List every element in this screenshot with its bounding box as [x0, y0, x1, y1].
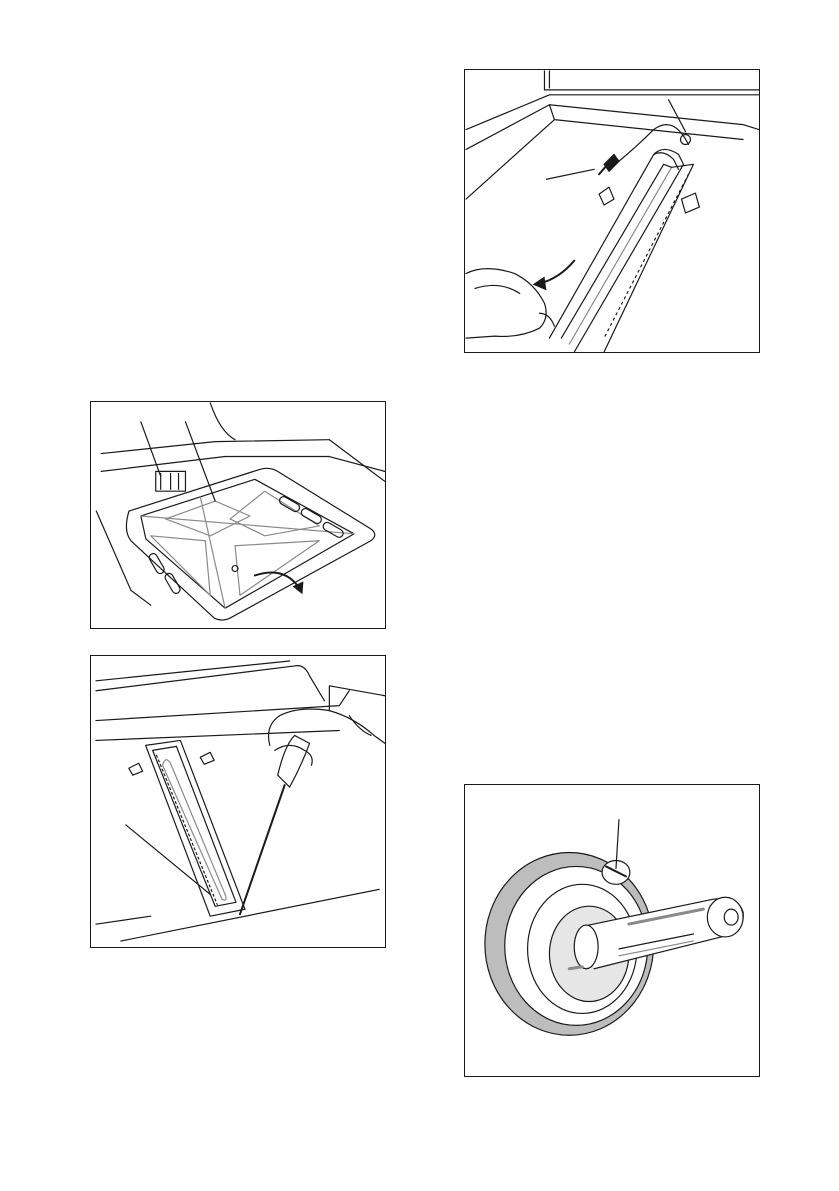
- figure-burner-pullout: [464, 69, 760, 353]
- floor-tray-illustration: [91, 402, 385, 628]
- oven-back-wall: [466, 95, 759, 130]
- oven-wall-line: [101, 457, 384, 472]
- figure-floor-tray: [90, 401, 386, 629]
- oven-wall-line: [101, 440, 329, 454]
- burner-rail: [604, 164, 693, 352]
- hand-icon: [466, 269, 546, 339]
- screwdriver-handle: [278, 735, 310, 787]
- oven-wall-line: [329, 440, 385, 482]
- injector-illustration: [465, 785, 759, 1076]
- callout-line-thermocouple: [669, 100, 686, 132]
- oven-floor-edge: [466, 120, 554, 199]
- oven-door-line: [96, 666, 324, 701]
- callout-line-screw: [126, 825, 210, 895]
- burner-screw-illustration: [91, 656, 385, 947]
- callout-line-2: [185, 422, 215, 501]
- oven-door-line: [96, 661, 290, 681]
- oven-back-wall: [544, 71, 758, 90]
- hand-icon: [269, 709, 385, 745]
- burner-bracket: [599, 187, 614, 205]
- oven-floor-line: [121, 889, 379, 941]
- burner-bracket: [682, 193, 700, 213]
- electrode-plug: [604, 154, 619, 171]
- screwdriver-icon: [240, 785, 285, 914]
- figure-injector: [464, 784, 760, 1077]
- burner-bracket: [200, 752, 214, 764]
- burner-pullout-illustration: [465, 70, 759, 352]
- figure-burner-screw: [90, 655, 386, 948]
- oven-floor-line: [96, 916, 151, 924]
- callout-line-electrode: [546, 169, 594, 179]
- burner-body: [146, 740, 245, 916]
- burner-bracket: [129, 763, 143, 775]
- oven-wall-line: [210, 403, 235, 440]
- burner-tube: [549, 149, 683, 352]
- oven-door-line: [96, 691, 349, 721]
- oven-cavity-line: [96, 730, 339, 740]
